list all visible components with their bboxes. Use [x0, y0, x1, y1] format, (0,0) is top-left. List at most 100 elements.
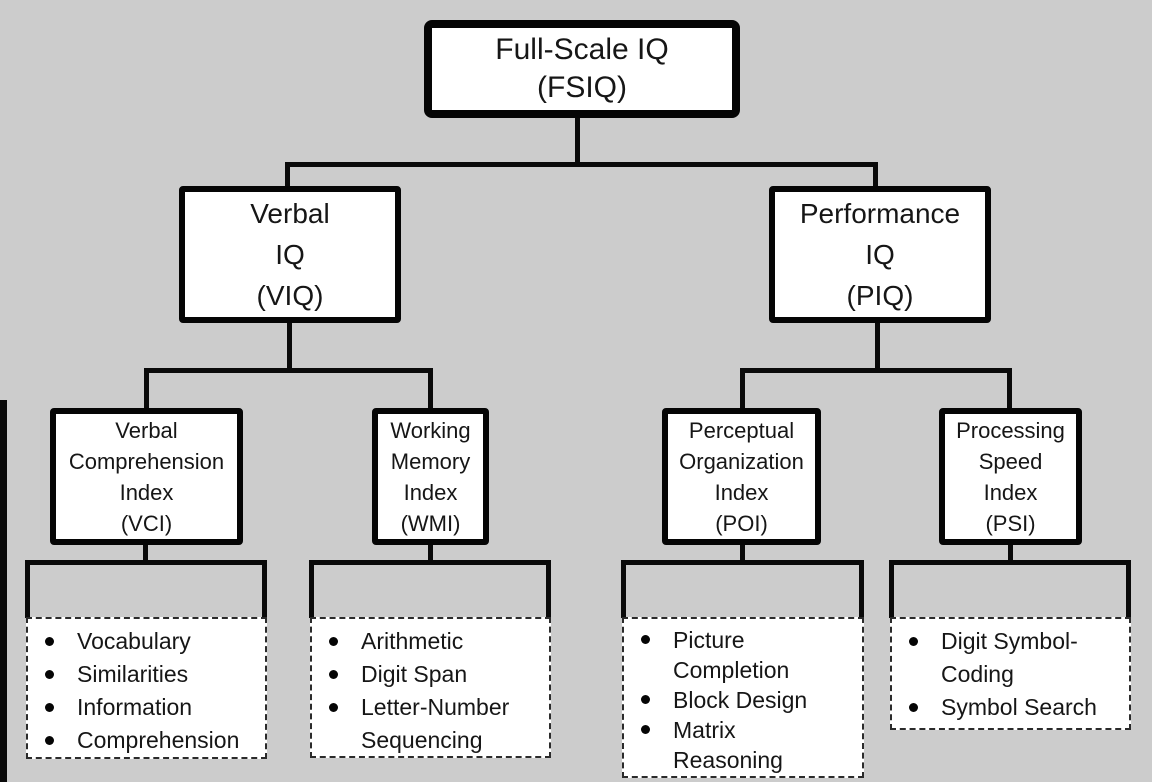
- node-label: IQ: [275, 239, 305, 270]
- node-abbreviation: (WMI): [400, 510, 461, 536]
- list-item: Symbol Search: [892, 691, 1129, 724]
- bracket-line: [1126, 560, 1131, 618]
- subtest-name: Comprehension: [77, 727, 240, 753]
- subtest-name: Block Design: [673, 687, 808, 713]
- connector-line: [875, 321, 880, 371]
- node-verbal-comprehension-index: Verbal Comprehension Index (VCI): [50, 408, 243, 545]
- list-item: Letter-Number Sequencing: [312, 691, 549, 756]
- connector-line: [873, 162, 878, 188]
- list-item: Picture Completion: [624, 625, 862, 685]
- bracket-line: [25, 560, 30, 618]
- list-item: Comprehension: [28, 724, 265, 757]
- node-abbreviation: (VIQ): [256, 280, 324, 311]
- subtest-list-poi: Picture Completion Block Design Matrix R…: [622, 617, 864, 778]
- bullet-icon: [329, 637, 338, 646]
- bracket-line: [889, 560, 1131, 565]
- bracket-line: [621, 560, 864, 565]
- bracket-line: [546, 560, 551, 618]
- subtest-list-psi: Digit Symbol-Coding Symbol Search: [890, 617, 1131, 730]
- node-processing-speed-index: Processing Speed Index (PSI): [939, 408, 1082, 545]
- subtest-items: Arithmetic Digit Span Letter-Number Sequ…: [312, 619, 549, 756]
- list-item: Digit Symbol-Coding: [892, 625, 1129, 691]
- node-label: Organization: [679, 448, 804, 474]
- node-abbreviation: (FSIQ): [537, 71, 627, 104]
- subtest-items: Digit Symbol-Coding Symbol Search: [892, 619, 1129, 724]
- node-label: Index: [983, 479, 1038, 505]
- connector-line: [740, 368, 745, 410]
- node-abbreviation: (PSI): [985, 510, 1036, 536]
- list-item: Block Design: [624, 685, 862, 715]
- connector-line: [575, 116, 580, 166]
- bracket-line: [428, 543, 433, 563]
- node-label: Index: [714, 479, 769, 505]
- node-label: Speed: [978, 448, 1043, 474]
- bullet-icon: [909, 637, 918, 646]
- bracket-line: [1008, 543, 1013, 563]
- node-label: Working: [390, 417, 471, 443]
- list-item: Information: [28, 691, 265, 724]
- bullet-icon: [641, 695, 650, 704]
- connector-line: [144, 368, 149, 410]
- subtest-list-vci: Vocabulary Similarities Information Comp…: [26, 617, 267, 759]
- node-perceptual-organization-index: Perceptual Organization Index (POI): [662, 408, 821, 545]
- node-label: Index: [119, 479, 174, 505]
- node-performance-iq: Performance IQ (PIQ): [769, 186, 991, 323]
- node-label: Memory: [390, 448, 471, 474]
- node-working-memory-index: Working Memory Index (WMI): [372, 408, 489, 545]
- bullet-icon: [329, 703, 338, 712]
- node-label: Verbal: [250, 198, 330, 229]
- bullet-icon: [641, 725, 650, 734]
- subtest-items: Vocabulary Similarities Information Comp…: [28, 619, 265, 757]
- node-abbreviation: (VCI): [120, 510, 173, 536]
- bullet-icon: [909, 703, 918, 712]
- node-abbreviation: (PIQ): [846, 280, 914, 311]
- list-item: Similarities: [28, 658, 265, 691]
- subtest-name: Digit Span: [361, 661, 468, 687]
- bracket-line: [309, 560, 551, 565]
- subtest-name: Arithmetic: [361, 628, 464, 654]
- bullet-icon: [329, 670, 338, 679]
- bracket-line: [262, 560, 267, 618]
- subtest-name: Similarities: [77, 661, 189, 687]
- list-item: Matrix Reasoning: [624, 715, 862, 775]
- subtest-name: Picture Completion: [673, 627, 790, 683]
- connector-line: [144, 368, 433, 373]
- subtest-name: Vocabulary: [77, 628, 191, 654]
- node-label: Index: [403, 479, 458, 505]
- bracket-line: [25, 560, 267, 565]
- list-item: Vocabulary: [28, 625, 265, 658]
- subtest-name: Symbol Search: [941, 694, 1097, 720]
- node-label: Processing: [956, 417, 1065, 443]
- subtest-name: Information: [77, 694, 193, 720]
- connector-line: [285, 162, 878, 167]
- connector-line: [1007, 368, 1012, 410]
- subtest-name: Digit Symbol-Coding: [941, 628, 1078, 687]
- bullet-icon: [45, 736, 54, 745]
- bracket-line: [859, 560, 864, 618]
- connector-line: [428, 368, 433, 410]
- subtest-name: Letter-Number Sequencing: [361, 694, 510, 753]
- bullet-icon: [45, 670, 54, 679]
- scan-edge-artifact: [0, 400, 7, 782]
- subtest-list-wmi: Arithmetic Digit Span Letter-Number Sequ…: [310, 617, 551, 758]
- node-label: Verbal: [115, 417, 178, 443]
- bullet-icon: [641, 635, 650, 644]
- node-label: Comprehension: [68, 448, 225, 474]
- bullet-icon: [45, 703, 54, 712]
- connector-line: [285, 162, 290, 188]
- node-label: Perceptual: [688, 417, 795, 443]
- bullet-icon: [45, 637, 54, 646]
- node-verbal-iq: Verbal IQ (VIQ): [179, 186, 401, 323]
- node-label: Performance: [799, 198, 961, 229]
- bracket-line: [621, 560, 626, 618]
- node-label: IQ: [865, 239, 895, 270]
- list-item: Digit Span: [312, 658, 549, 691]
- list-item: Arithmetic: [312, 625, 549, 658]
- node-label: Full-Scale IQ: [495, 33, 669, 66]
- bracket-line: [309, 560, 314, 618]
- node-full-scale-iq: Full-Scale IQ (FSIQ): [424, 20, 740, 118]
- connector-line: [287, 321, 292, 371]
- node-abbreviation: (POI): [715, 510, 768, 536]
- bracket-line: [740, 543, 745, 563]
